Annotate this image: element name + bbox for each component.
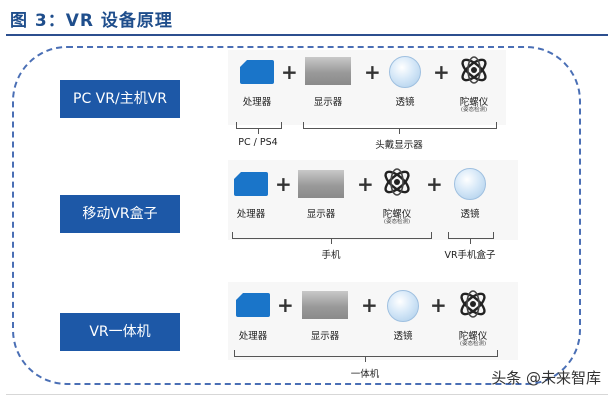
plus-sign: +	[426, 172, 443, 196]
component-label: 透镜	[395, 97, 415, 108]
bottom-divider	[6, 394, 608, 395]
bracket-tick	[470, 238, 471, 244]
group-bracket	[232, 232, 432, 239]
bracket-tick	[331, 238, 332, 244]
group-label: PC / PS4	[238, 137, 278, 148]
display-panel-icon	[305, 57, 351, 85]
row-label-mobile-vr: 移动VR盒子	[60, 195, 180, 233]
component-sublabel: (姿态检测)	[460, 107, 488, 113]
component-label: 透镜	[393, 331, 413, 342]
watermark: 头条 @未来智库	[491, 369, 601, 387]
plus-sign: +	[281, 60, 298, 84]
figure-title: 图 3：VR 设备原理	[10, 11, 173, 31]
plus-sign: +	[277, 293, 294, 317]
component-label: 处理器	[242, 97, 272, 108]
display-panel-icon	[298, 170, 344, 198]
gyroscope-icon	[460, 290, 486, 318]
processor-chip-icon	[239, 59, 274, 84]
gyroscope-icon	[384, 168, 410, 196]
plus-sign: +	[433, 60, 450, 84]
component-label: 处理器	[236, 209, 266, 220]
group-bracket	[236, 122, 282, 129]
group-label: 手机	[321, 250, 341, 261]
component-label: 显示器	[306, 209, 336, 220]
component-label: 陀螺仪	[458, 331, 488, 342]
title-divider	[6, 34, 608, 36]
component-label: 显示器	[310, 331, 340, 342]
component-sublabel: (姿态检测)	[459, 341, 487, 347]
group-label: VR手机盒子	[444, 250, 496, 261]
group-bracket	[303, 122, 497, 129]
processor-chip-icon	[233, 171, 268, 196]
plus-sign: +	[430, 293, 447, 317]
lens-icon	[389, 56, 421, 88]
component-label: 处理器	[238, 331, 268, 342]
display-panel-icon	[302, 291, 348, 319]
component-label: 显示器	[313, 97, 343, 108]
bracket-tick	[258, 128, 259, 134]
component-label: 透镜	[460, 209, 480, 220]
component-label: 陀螺仪	[459, 97, 489, 108]
lens-icon	[454, 168, 486, 200]
gyroscope-icon	[461, 56, 487, 84]
row-1-panel	[228, 50, 506, 125]
group-bracket	[234, 350, 498, 357]
row-label-all-in-one-vr: VR一体机	[60, 313, 180, 351]
group-label: 一体机	[350, 369, 380, 380]
group-label: 头戴显示器	[375, 140, 423, 151]
bracket-tick	[365, 356, 366, 362]
plus-sign: +	[364, 60, 381, 84]
component-sublabel: (姿态检测)	[383, 219, 411, 225]
lens-icon	[387, 290, 419, 322]
plus-sign: +	[357, 172, 374, 196]
diagram-frame	[12, 46, 581, 385]
group-bracket	[448, 232, 494, 239]
component-label: 陀螺仪	[382, 209, 412, 220]
bracket-tick	[399, 128, 400, 134]
plus-sign: +	[361, 293, 378, 317]
plus-sign: +	[275, 172, 292, 196]
row-label-pc-vr: PC VR/主机VR	[60, 80, 180, 118]
processor-chip-icon	[235, 292, 270, 317]
